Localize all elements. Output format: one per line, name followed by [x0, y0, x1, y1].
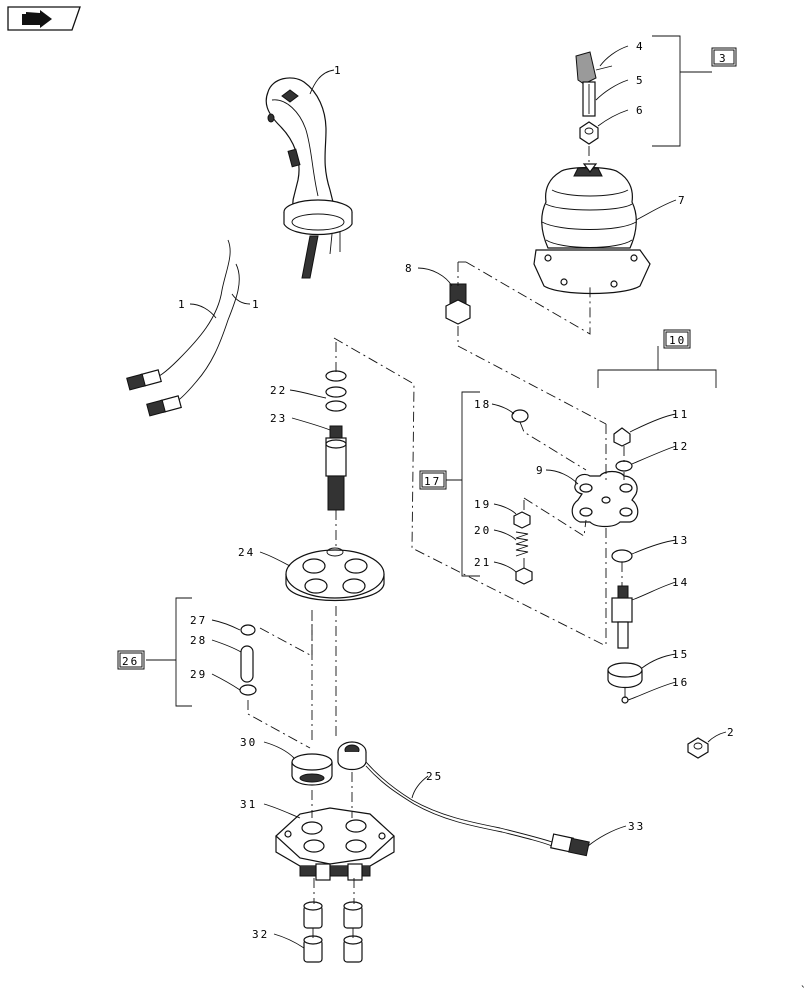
- callout-24[interactable]: 24: [238, 546, 255, 559]
- callout-33[interactable]: 33: [628, 820, 645, 833]
- spring-assembly: [511, 409, 533, 585]
- callout-12[interactable]: 12: [672, 440, 689, 453]
- callout-10[interactable]: 10: [669, 334, 686, 347]
- group-box-17: [419, 470, 447, 490]
- wire-harness: [126, 239, 240, 417]
- group-box-10: [663, 329, 691, 349]
- callout-labels: 1 1 1 2 3 4 5 6 7 8 9 10 11 12 13 14 15 …: [122, 40, 809, 997]
- connector-b: [146, 395, 182, 417]
- callout-22[interactable]: 22: [270, 384, 287, 397]
- connector-a: [126, 369, 162, 391]
- corner-mark: `: [800, 984, 809, 997]
- sensor-cable: [337, 741, 590, 857]
- callout-16[interactable]: 16: [672, 676, 689, 689]
- nut: [687, 737, 709, 759]
- cross-plate: [571, 470, 639, 528]
- callout-7[interactable]: 7: [678, 194, 687, 207]
- callout-9[interactable]: 9: [536, 464, 545, 477]
- callout-13[interactable]: 13: [672, 534, 689, 547]
- lever-assembly: [575, 51, 613, 166]
- fitting: [445, 283, 471, 325]
- callout-14[interactable]: 14: [672, 576, 689, 589]
- alignment-lines: [247, 261, 626, 938]
- callout-17[interactable]: 17: [424, 475, 441, 488]
- joystick-boot: [533, 163, 651, 295]
- callout-18[interactable]: 18: [474, 398, 491, 411]
- callout-25[interactable]: 25: [426, 770, 443, 783]
- bushing: [291, 753, 333, 786]
- stud-assembly: [325, 370, 347, 511]
- callout-5[interactable]: 5: [636, 74, 645, 87]
- callout-11[interactable]: 11: [672, 408, 689, 421]
- callout-30[interactable]: 30: [240, 736, 257, 749]
- connector-c: [550, 833, 590, 857]
- round-plate: [285, 547, 385, 602]
- group-box-3: [711, 47, 737, 67]
- callout-32[interactable]: 32: [252, 928, 269, 941]
- callout-3[interactable]: 3: [719, 52, 728, 65]
- callout-8[interactable]: 8: [405, 262, 414, 275]
- callout-29[interactable]: 29: [190, 668, 207, 681]
- sleeve-set: [303, 901, 363, 963]
- callout-6[interactable]: 6: [636, 104, 645, 117]
- group-brackets: [146, 35, 717, 707]
- callout-2[interactable]: 2: [727, 726, 736, 739]
- callout-4[interactable]: 4: [636, 40, 645, 53]
- callout-1-wire-left[interactable]: 1: [178, 298, 187, 311]
- group-box-26: [117, 650, 145, 670]
- pin-assembly: [239, 624, 257, 696]
- callout-1-handle[interactable]: 1: [334, 64, 343, 77]
- callout-1-wire-right[interactable]: 1: [252, 298, 261, 311]
- callout-19[interactable]: 19: [474, 498, 491, 511]
- callout-20[interactable]: 20: [474, 524, 491, 537]
- leader-lines: [189, 45, 727, 949]
- callout-23[interactable]: 23: [270, 412, 287, 425]
- nav-button[interactable]: [7, 6, 81, 31]
- forward-arrow-icon: [22, 10, 52, 28]
- callout-28[interactable]: 28: [190, 634, 207, 647]
- callout-26[interactable]: 26: [122, 655, 139, 668]
- plunger-assembly: [607, 427, 643, 704]
- base-plate: [275, 807, 395, 881]
- joystick-handle: [265, 77, 353, 279]
- callout-21[interactable]: 21: [474, 556, 491, 569]
- callout-15[interactable]: 15: [672, 648, 689, 661]
- callout-27[interactable]: 27: [190, 614, 207, 627]
- callout-31[interactable]: 31: [240, 798, 257, 811]
